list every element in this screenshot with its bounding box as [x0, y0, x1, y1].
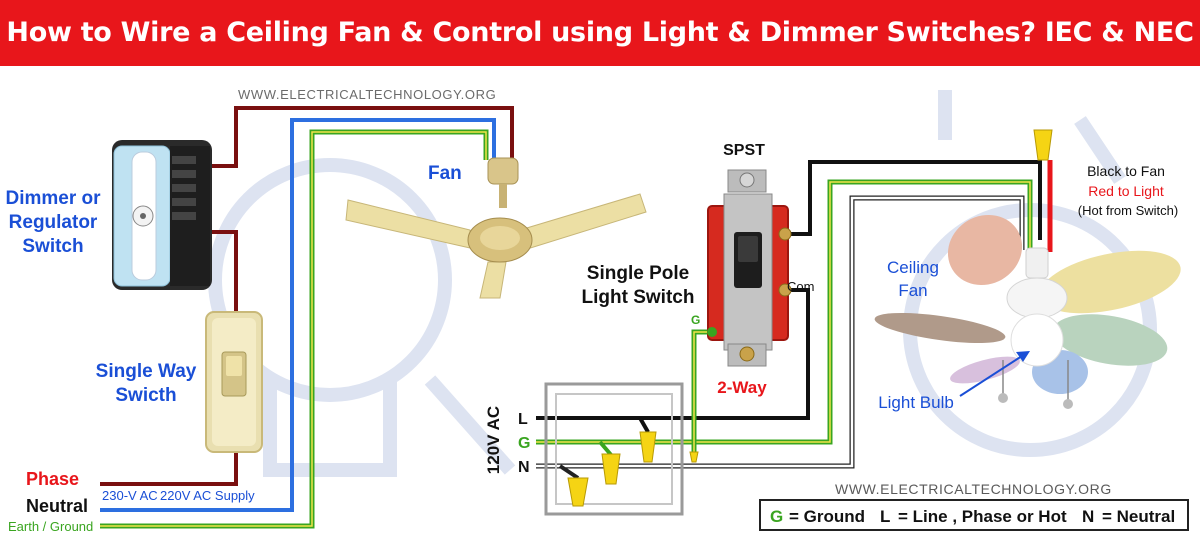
- switch-ground-stripe: [693, 331, 710, 452]
- supply-220-label: 220V AC Supply: [160, 488, 255, 503]
- supply-230-label: 230-V AC: [102, 488, 158, 503]
- phase-wire-to-fan: [212, 106, 514, 168]
- single-way-label-line1: Single Way: [96, 361, 197, 382]
- com-terminal-label: Com: [787, 279, 814, 294]
- neutral-label: Neutral: [26, 496, 88, 516]
- title-bar: [0, 0, 1200, 66]
- ceiling-fan-with-light: [874, 214, 1181, 409]
- earth-label: Earth / Ground: [8, 519, 93, 534]
- l-terminal-label: L: [518, 411, 528, 428]
- dimmer-label-line2: Regulator: [9, 212, 98, 233]
- single-way-label-line2: Swicth: [115, 385, 176, 406]
- red-to-light-label: Red to Light: [1088, 183, 1164, 199]
- legend-n-text: = Neutral: [1102, 507, 1175, 526]
- g-terminal-label: G: [691, 313, 700, 327]
- legend-l-text: = Line , Phase or Hot: [898, 507, 1067, 526]
- wire-nut-connectors: [567, 129, 1053, 507]
- box-neutral-splice: [558, 464, 580, 480]
- phase-label: Phase: [26, 469, 79, 489]
- junction-box: [544, 382, 684, 516]
- light-bulb-arrow: [959, 355, 1023, 397]
- watermark-top: WWW.ELECTRICALTECHNOLOGY.ORG: [238, 87, 496, 102]
- phase-wire-switch-link: [212, 230, 238, 312]
- legend: G = Ground L = Line , Phase or Hot N = N…: [759, 499, 1189, 531]
- dimmer-label-line1: Dimmer or: [5, 188, 101, 209]
- neutral-wire-right-core: [536, 196, 1024, 468]
- switched-hot-wire: [790, 160, 1042, 240]
- watermark-bottom: WWW.ELECTRICALTECHNOLOGY.ORG: [835, 481, 1112, 497]
- fan-label: Fan: [428, 163, 462, 184]
- black-to-fan-label: Black to Fan: [1087, 163, 1165, 179]
- ceiling-fan-brass: [345, 157, 647, 299]
- light-bulb-label: Light Bulb: [878, 393, 954, 412]
- dimmer-label-line3: Switch: [22, 236, 83, 257]
- legend-l-key: L: [880, 507, 890, 526]
- n-terminal-label: N: [518, 459, 530, 476]
- neutral-wire: [100, 118, 496, 512]
- earth-wire-stripe: [100, 131, 487, 527]
- box-line-splice: [638, 417, 650, 433]
- hot-from-switch-label: (Hot from Switch): [1078, 203, 1178, 218]
- single-pole-label-line2: Light Switch: [582, 287, 695, 308]
- junction-box-inner: [555, 393, 673, 505]
- legend-n-key: N: [1082, 507, 1094, 526]
- legend-g-text: = Ground: [789, 507, 865, 526]
- page-title: How to Wire a Ceiling Fan & Control usin…: [6, 17, 1194, 48]
- ground-wire-stripe: [536, 181, 1031, 443]
- legend-g-key: G: [770, 507, 783, 526]
- single-pole-light-switch[interactable]: [707, 169, 792, 367]
- ceiling-fan-label-line1: Ceiling: [887, 258, 939, 277]
- ceiling-fan-label-line2: Fan: [898, 281, 927, 300]
- single-way-switch[interactable]: [205, 311, 263, 453]
- voltage-120-label: 120V AC: [484, 406, 503, 474]
- wiring-diagram: WWW.ELECTRICALTECHNOLOGY.ORG WWW.ELECTRI…: [5, 87, 1189, 534]
- dimmer-regulator-switch[interactable]: [112, 140, 212, 290]
- phase-wire: [100, 452, 238, 486]
- g-supply-label: G: [518, 435, 530, 452]
- switch-ground-wire: [691, 329, 710, 452]
- single-pole-label-line1: Single Pole: [587, 263, 689, 284]
- light-bulb-arrowhead: [1016, 351, 1030, 362]
- two-way-label: 2-Way: [717, 378, 767, 397]
- spst-label: SPST: [723, 142, 765, 159]
